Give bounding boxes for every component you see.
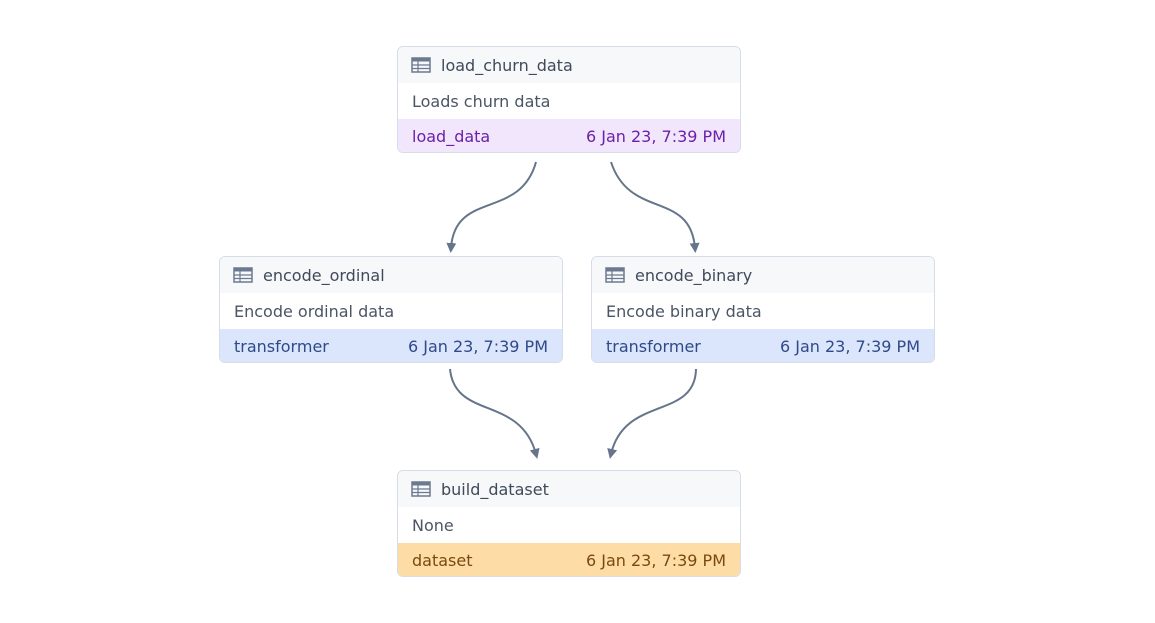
node-encode-ordinal[interactable]: encode_ordinal Encode ordinal data trans… (219, 256, 563, 363)
edge-load-churn-data-to-encode-ordinal (446, 161, 537, 253)
node-load-churn-data[interactable]: load_churn_data Loads churn data load_da… (397, 46, 741, 153)
node-title: encode_ordinal (263, 265, 385, 285)
node-title: build_dataset (441, 479, 549, 499)
node-timestamp: 6 Jan 23, 7:39 PM (585, 551, 726, 570)
node-description: Loads churn data (412, 91, 551, 111)
node-description: Encode binary data (606, 301, 762, 321)
edge-load-churn-data-to-encode-binary (610, 161, 700, 253)
table-icon (411, 57, 431, 73)
node-footer: transformer 6 Jan 23, 7:39 PM (220, 329, 562, 362)
node-footer: dataset 6 Jan 23, 7:39 PM (398, 543, 740, 576)
node-timestamp: 6 Jan 23, 7:39 PM (585, 127, 726, 146)
edge-encode-binary-to-build-dataset (607, 368, 697, 459)
node-title: encode_binary (635, 265, 753, 285)
node-description: Encode ordinal data (234, 301, 395, 321)
node-footer: load_data 6 Jan 23, 7:39 PM (398, 119, 740, 152)
node-build-dataset[interactable]: build_dataset None dataset 6 Jan 23, 7:3… (397, 470, 741, 577)
node-footer: transformer 6 Jan 23, 7:39 PM (592, 329, 934, 362)
table-icon (411, 481, 431, 497)
table-icon (605, 267, 625, 283)
node-title: load_churn_data (441, 55, 573, 75)
edge-encode-ordinal-to-build-dataset (449, 368, 540, 459)
node-timestamp: 6 Jan 23, 7:39 PM (407, 337, 548, 356)
node-tag: transformer (234, 337, 329, 356)
node-encode-binary[interactable]: encode_binary Encode binary data transfo… (591, 256, 935, 363)
node-header: build_dataset (398, 471, 740, 507)
node-tag: transformer (606, 337, 701, 356)
node-header: encode_binary (592, 257, 934, 293)
node-header: encode_ordinal (220, 257, 562, 293)
node-tag: load_data (412, 127, 491, 146)
table-icon (233, 267, 253, 283)
node-description: None (412, 515, 454, 535)
node-header: load_churn_data (398, 47, 740, 83)
node-timestamp: 6 Jan 23, 7:39 PM (779, 337, 920, 356)
node-tag: dataset (412, 551, 473, 570)
